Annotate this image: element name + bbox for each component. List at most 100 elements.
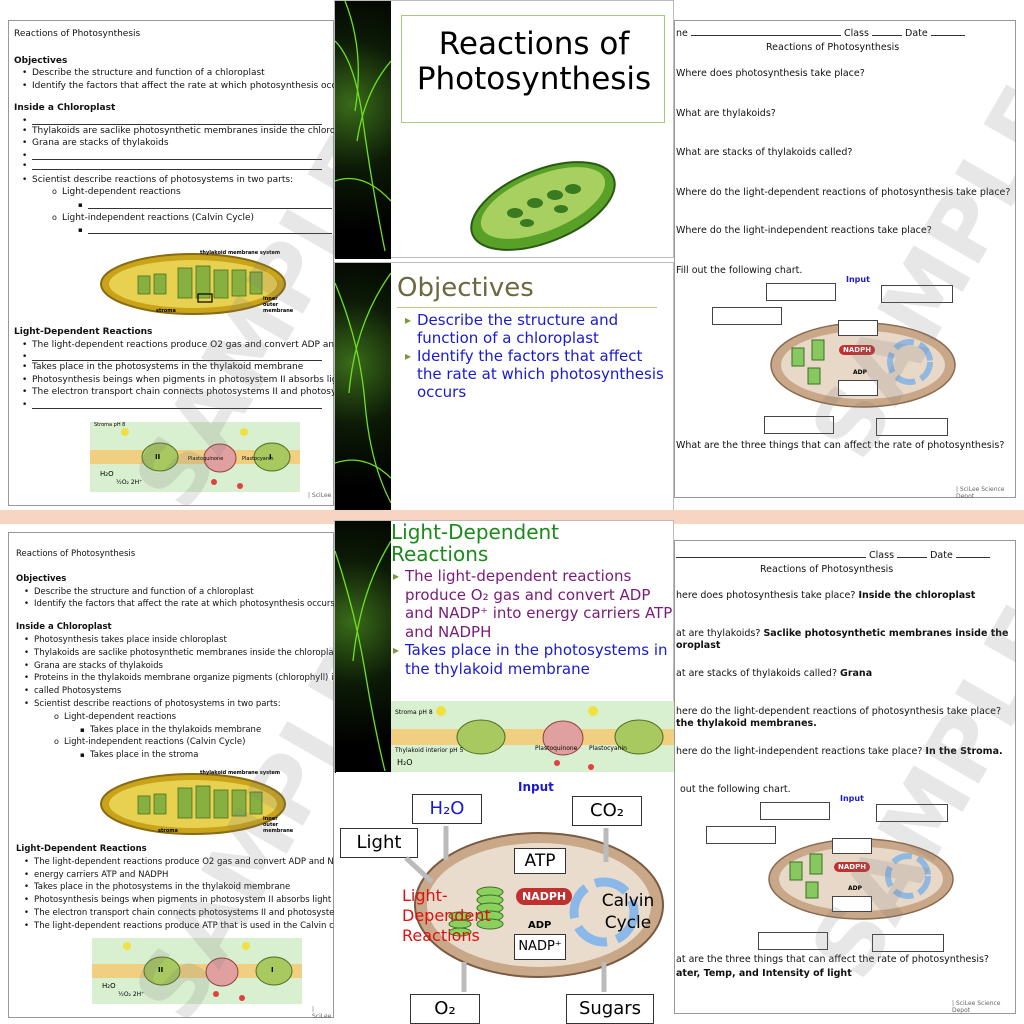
slide-objective: Describe the structure and function of a… bbox=[405, 311, 671, 347]
question-answer: here does photosynthesis take place? Ins… bbox=[676, 590, 976, 601]
sub-item: Light-independent reactions (Calvin Cycl… bbox=[34, 736, 334, 749]
h2o-box: H₂O bbox=[412, 794, 482, 824]
answer-box[interactable] bbox=[838, 380, 878, 396]
answer-box[interactable] bbox=[758, 932, 828, 950]
diagram-label: II bbox=[158, 966, 164, 974]
ld-item: Takes place in the photosystems in the t… bbox=[22, 361, 334, 374]
diagram-label: Stroma pH 8 bbox=[94, 422, 126, 428]
divider-band bbox=[0, 510, 1024, 524]
diagram-label: H₂O bbox=[102, 982, 116, 990]
answer-box[interactable] bbox=[832, 838, 872, 854]
answer-box[interactable] bbox=[760, 802, 830, 820]
question: out the following chart. bbox=[680, 784, 791, 795]
diagram-label: stroma bbox=[158, 828, 178, 834]
sheet-footer: | SciLee bbox=[308, 492, 332, 499]
slide-objective: Identify the factors that affect the rat… bbox=[405, 347, 671, 401]
diagram-label: I bbox=[269, 453, 272, 461]
scientist-item: Scientist describe reactions of photosys… bbox=[22, 174, 334, 187]
ld-item: The electron transport chain connects ph… bbox=[22, 386, 334, 399]
question: at are the three things that can affect … bbox=[676, 954, 989, 965]
ld-item: The light-dependent reactions produce O2… bbox=[22, 339, 334, 352]
objective-item: Describe the structure and function of a… bbox=[22, 67, 334, 80]
question: Where do the light-dependent reactions o… bbox=[676, 187, 1011, 198]
blank-line bbox=[32, 224, 334, 237]
answer-cont: oroplast bbox=[676, 640, 721, 651]
neuron-strip-image bbox=[335, 1, 391, 259]
objectives-slide: Objectives Describe the structure and fu… bbox=[334, 262, 674, 513]
blank-line bbox=[22, 160, 334, 172]
light-box: Light bbox=[340, 828, 418, 858]
diagram-label: Stroma pH 8 bbox=[395, 709, 433, 716]
sub-item: Light-independent reactions (Calvin Cycl… bbox=[32, 212, 334, 225]
worksheet-chloroplast bbox=[768, 838, 954, 920]
worksheet-title: Reactions of Photosynthesis bbox=[760, 564, 894, 575]
answer-box[interactable] bbox=[706, 826, 776, 844]
blank-line bbox=[22, 399, 334, 411]
top-notes-sheet: Reactions of Photosynthesis Objectives D… bbox=[8, 20, 334, 506]
answer-box[interactable] bbox=[881, 285, 953, 303]
nadph-label: NADPH bbox=[839, 345, 876, 355]
subsub-item: Takes place in the thylakoids membrane bbox=[34, 724, 334, 737]
chart-input-label: Input bbox=[840, 794, 864, 803]
inside-item-cont: called Photosystems bbox=[24, 685, 334, 698]
question: Where do the light-independent reactions… bbox=[676, 225, 932, 236]
answer-box[interactable] bbox=[838, 320, 878, 336]
light-dependent-slide: Light-Dependent Reactions The light-depe… bbox=[334, 520, 675, 773]
ld-heading: Light-Dependent Reactions bbox=[14, 327, 153, 337]
answer-box[interactable] bbox=[876, 418, 948, 436]
diagram-label: Plastoquinone bbox=[535, 745, 578, 752]
inside-heading: Inside a Chloroplast bbox=[16, 622, 112, 633]
chloroplast-diagram bbox=[100, 253, 286, 315]
diagram-label: stroma bbox=[156, 308, 176, 314]
sub-item: Light-dependent reactions bbox=[32, 186, 334, 199]
neuron-strip-image bbox=[335, 263, 391, 513]
inside-item: Grana are stacks of thylakoids bbox=[24, 660, 334, 673]
inside-item: Scientist describe reactions of photosys… bbox=[24, 698, 334, 711]
question: Fill out the following chart. bbox=[676, 265, 803, 276]
diagram-label: Plastocyanin bbox=[242, 456, 274, 462]
neuron-strip-image bbox=[335, 521, 391, 773]
bottom-notes-sheet: Reactions of Photosynthesis Objectives D… bbox=[8, 532, 334, 1018]
adp-label: ADP bbox=[853, 369, 868, 376]
chloroplast-3d-image bbox=[470, 161, 616, 251]
blank-line bbox=[22, 150, 334, 162]
answer: ater, Temp, and Intensity of light bbox=[676, 968, 852, 979]
answer-box[interactable] bbox=[832, 896, 872, 912]
photosynthesis-flow-chart: Input H₂O CO₂ Light ATP NADPH ADP NADP⁺ … bbox=[336, 772, 674, 1024]
calvin-cycle-label: Calvin Cycle bbox=[601, 891, 655, 933]
answer-box[interactable] bbox=[876, 804, 948, 822]
question-answer: here do the light-independent reactions … bbox=[676, 746, 1003, 757]
answer: the thylakoid membranes. bbox=[676, 718, 817, 729]
chloroplast-shape bbox=[414, 832, 664, 978]
answer-box[interactable] bbox=[712, 307, 782, 325]
question: What are stacks of thylakoids called? bbox=[676, 147, 853, 158]
answer-box[interactable] bbox=[766, 283, 836, 301]
slide-membrane-diagram bbox=[391, 701, 675, 773]
inside-item: Thylakoids are saclike photosynthetic me… bbox=[22, 125, 334, 138]
ld-item: The light-dependent reactions produce AT… bbox=[24, 920, 334, 933]
objectives-slide-title: Objectives bbox=[397, 273, 534, 303]
ld-item: The light-dependent reactions produce O2… bbox=[24, 856, 334, 869]
adp-label: ADP bbox=[848, 885, 863, 892]
watermark: SAMPLE bbox=[790, 69, 1016, 476]
answer-box[interactable] bbox=[872, 934, 944, 952]
ld-item: Takes place in the photosystems in the t… bbox=[24, 881, 334, 894]
nadp-box: NADP⁺ bbox=[514, 934, 566, 960]
flow-arrows bbox=[404, 826, 609, 992]
co2-box: CO₂ bbox=[572, 796, 642, 826]
name-field: Class Date bbox=[676, 550, 990, 561]
blank-line bbox=[22, 351, 334, 364]
diagram-label: H₂O bbox=[100, 470, 114, 478]
blank-line bbox=[32, 199, 334, 211]
inside-item: Grana are stacks of thylakoids bbox=[22, 137, 334, 150]
slide-title: Reactions of Photosynthesis bbox=[416, 26, 652, 97]
question-answer: at are stacks of thylakoids called? Gran… bbox=[676, 668, 873, 679]
answer-box[interactable] bbox=[764, 416, 834, 434]
inside-heading: Inside a Chloroplast bbox=[14, 103, 116, 113]
ld-heading: Light-Dependent Reactions bbox=[16, 844, 147, 854]
atp-box: ATP bbox=[514, 848, 566, 874]
sheet-footer: | SciLee Science Depot bbox=[956, 486, 1005, 498]
ld-item-cont: energy carriers ATP and NADPH bbox=[24, 869, 334, 882]
inside-item: Photosynthesis takes place inside chloro… bbox=[24, 634, 334, 647]
membrane-diagram bbox=[90, 422, 300, 492]
